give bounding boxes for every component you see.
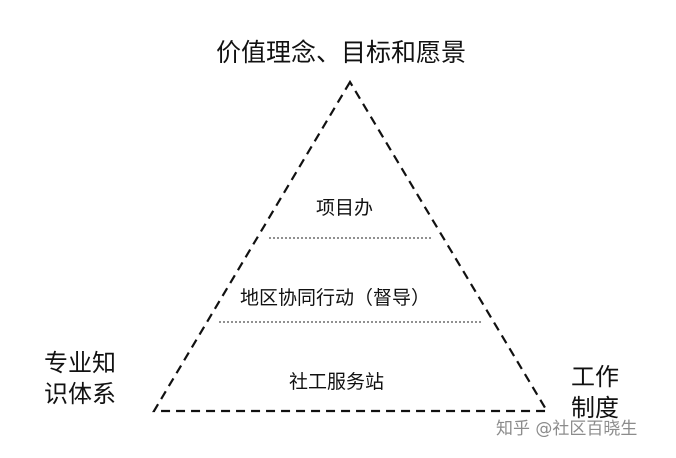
tier-label-regional-action: 地区协同行动（督导） (240, 287, 431, 309)
right-side-label-line1: 工作 (571, 363, 619, 391)
tier-label-service-station: 社工服务站 (289, 371, 385, 393)
right-side-label-line2: 制度 (571, 394, 619, 422)
left-side-label-line2: 识体系 (44, 380, 116, 408)
right-side-label: 工作 制度 (571, 362, 619, 424)
diagram-title: 价值理念、目标和愿景 (216, 38, 467, 67)
left-side-label-line1: 专业知 (44, 349, 116, 377)
pyramid-outline (152, 79, 549, 413)
left-side-label: 专业知 识体系 (44, 348, 116, 410)
watermark-text: 知乎 @社区百晓生 (496, 419, 638, 439)
tier-label-project-office: 项目办 (316, 197, 374, 219)
